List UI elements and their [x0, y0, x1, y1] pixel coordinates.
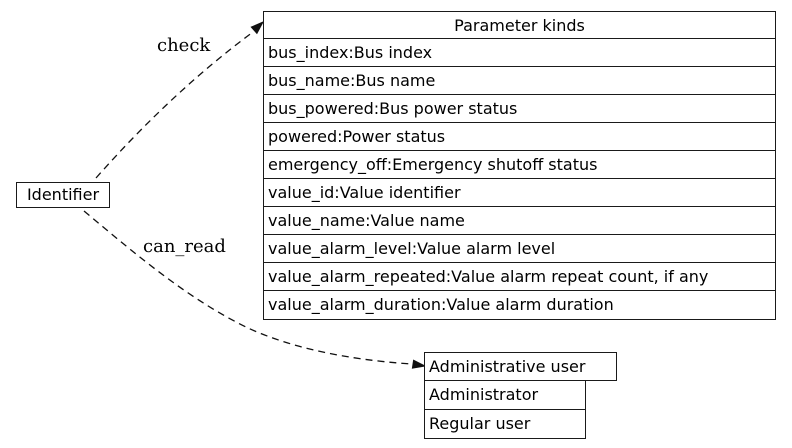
- param-row-value-name: value_name:Value name: [264, 207, 775, 235]
- param-row-bus-powered: bus_powered:Bus power status: [264, 95, 775, 123]
- check-arrowhead-icon: [250, 20, 265, 35]
- check-edge-label: check: [157, 35, 211, 56]
- param-row-bus-name: bus_name:Bus name: [264, 67, 775, 95]
- user-row-regular-user: Regular user: [424, 410, 586, 439]
- param-row-value-alarm-duration: value_alarm_duration:Value alarm duratio…: [268, 295, 614, 314]
- parameter-kinds-title: Parameter kinds: [264, 12, 775, 39]
- param-row-emergency-off: emergency_off:Emergency shutoff status: [264, 151, 775, 179]
- administrative-user-title: Administrative user: [424, 352, 617, 381]
- can-read-edge-label: can_read: [143, 236, 226, 257]
- node-identifier: Identifier: [16, 182, 110, 208]
- param-row-value-alarm-level: value_alarm_level:Value alarm level: [264, 235, 775, 263]
- user-row-administrator: Administrator: [424, 381, 586, 410]
- param-row-bus-index: bus_index:Bus index: [264, 39, 775, 67]
- node-administrative-user: Administrative user Administrator Regula…: [424, 352, 617, 439]
- node-parameter-kinds: Parameter kinds bus_index:Bus index bus_…: [263, 11, 776, 320]
- param-row-value-id: value_id:Value identifier: [264, 179, 775, 207]
- param-row-value-alarm-repeated: value_alarm_repeated:Value alarm repeat …: [264, 263, 775, 291]
- param-row-powered: powered:Power status: [264, 123, 775, 151]
